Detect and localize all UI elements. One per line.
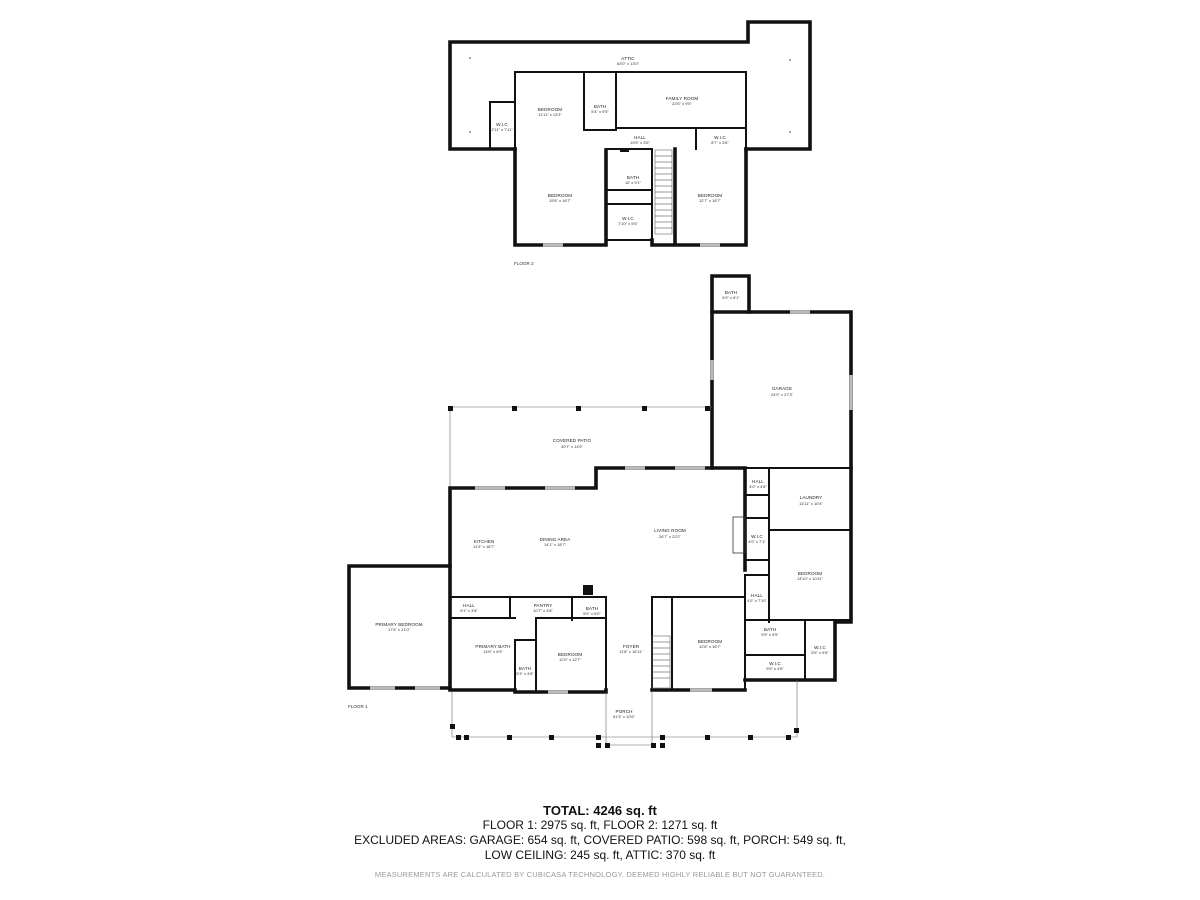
room-hall-upper-name: HALL [634,135,646,140]
stairs-floor-1 [651,635,671,689]
room-bath-primary-wc-dim: 5'3" x 4'8" [516,671,534,676]
room-foyer-name: FOYER [623,644,640,649]
room-family-room-name: FAMILY ROOM [666,96,699,101]
room-bedroom-front-right-name: BEDROOM [698,639,723,644]
room-bedroom-front-right-dim: 12'6" x 16'7" [699,644,722,649]
room-wic-living-name: W.I.C [751,534,763,539]
room-bath-upper-name: BATH [594,104,606,109]
room-porch-dim: 61'3" x 10'6" [613,714,636,719]
room-bath-small-dim: 5'0" x 5'0" [583,611,601,616]
room-bath-middle-dim: 10' x 9'1" [625,180,642,185]
excluded-areas-line: EXCLUDED AREAS: GARAGE: 654 sq. ft, COVE… [354,833,846,847]
room-dining-area-name: DINING AREA [540,537,572,542]
floor-areas-line: FLOOR 1: 2975 sq. ft, FLOOR 2: 1271 sq. … [482,818,718,832]
room-hall-primary-name: HALL [463,603,475,608]
room-bedroom-front-left-name: BEDROOM [558,652,583,657]
room-bedroom-lower-left-dim: 15'8" x 16'7" [549,198,572,203]
room-hall-east-name: HALL [751,593,763,598]
room-pantry-dim: 10'7" x 3'8" [533,608,553,613]
room-foyer-dim: 11'8" x 16'11" [619,649,643,654]
room-covered-patio-dim: 40'7" x 14'5" [561,444,584,449]
room-attic-name: ATTIC [621,56,635,61]
room-bedroom-lower-left-name: BEDROOM [548,193,573,198]
room-primary-bedroom-dim: 17'6" x 21'0" [388,627,411,632]
room-kitchen-name: KITCHEN [474,539,495,544]
room-wic-middle-name: W.I.C [622,216,634,221]
room-bath-garage-dim: 6'0" x 6'1" [722,295,740,300]
room-hall-east-dim: 4'0" x 7'10" [747,598,767,603]
room-primary-bath-name: PRIMARY BATH [475,644,510,649]
room-living-room-name: LIVING ROOM [654,528,686,533]
room-pantry-name: PANTRY [534,603,553,608]
primary-bedroom-walls [347,564,452,690]
room-bath-garage-name: BATH [725,290,737,295]
room-wic-upper-left-name: W.I.C [496,122,508,127]
room-bedroom-lower-right-dim: 12'7" x 16'7" [699,198,722,203]
room-wic-east-dim: 9'9" x 4'6" [766,666,784,671]
room-bedroom-lower-right-name: BEDROOM [698,193,723,198]
room-bedroom-east-name: BEDROOM [798,571,823,576]
room-hall-primary-dim: 6'1" x 3'8" [460,608,478,613]
room-wic-east-name: W.I.C [769,661,781,666]
measurement-disclaimer: MEASUREMENTS ARE CALCULATED BY CUBICASA … [374,870,826,879]
room-laundry-name: LAUNDRY [800,495,823,500]
room-primary-bath-dim: 14'6" x 8'9" [483,649,503,654]
room-bedroom-front-left-dim: 12'0" x 12'7" [559,657,582,662]
room-bath-upper-dim: 5'4" x 9'5" [591,109,609,114]
room-covered-patio-name: COVERED PATIO [553,438,592,443]
room-bath-small-name: BATH [586,606,598,611]
room-bedroom-upper-left-name: BEDROOM [538,107,563,112]
room-bath-east-dim: 9'9" x 5'5" [761,632,779,637]
room-wic-east-small-name: W.I.C [814,645,826,650]
floor-1-plan: BATH 6'0" x 6'1" GARAGE 24'0" x 27'3" CO… [347,274,853,748]
room-bedroom-east-dim: 13'10" x 10'11" [797,576,824,581]
room-family-room-dim: 22'6" x 9'5" [672,101,692,106]
room-hall-upper-dim: 15'5" x 3'6" [630,140,650,145]
floor-2-label: FLOOR 2 [514,261,534,266]
garage-bath-walls [710,274,751,314]
room-wic-living-dim: 4'0" x 7'1" [748,539,766,544]
room-primary-bedroom-name: PRIMARY BEDROOM [375,622,422,627]
room-attic-dim: 63'0" x 13'0" [617,61,640,66]
room-living-room-dim: 26'7" x 22'2" [659,534,682,539]
attic-outline [448,20,812,151]
room-wic-east-small-dim: 5'5" x 9'6" [811,650,829,655]
low-ceiling-attic-line: LOW CEILING: 245 sq. ft, ATTIC: 370 sq. … [484,848,716,862]
stairs-floor-2 [654,149,673,235]
main-house-outline [448,466,853,694]
room-wic-upper-right-name: W.I.C [714,135,726,140]
covered-patio-structure [448,406,712,488]
room-garage-dim: 24'0" x 27'3" [771,392,794,397]
room-dining-area-dim: 14'1" x 18'7" [544,542,567,547]
floor-1-label: FLOOR 1 [348,704,368,709]
room-kitchen-dim: 11'4" x 18'7" [473,544,495,549]
room-bath-east-name: BATH [764,627,776,632]
room-porch-name: PORCH [615,709,632,714]
room-bath-primary-wc-name: BATH [519,666,531,671]
room-bath-middle-name: BATH [627,175,639,180]
room-wic-middle-dim: 7'10" x 5'6" [618,221,638,226]
garage-walls [710,310,853,470]
floor-2-plan: ATTIC 63'0" x 13'0" BEDROOM 11'11" x 13'… [448,20,812,266]
room-laundry-dim: 13'11" x 10'4" [799,501,823,506]
porch-structure [450,680,799,748]
upper-rooms-outline [514,71,747,150]
room-bedroom-upper-left-dim: 11'11" x 13'3" [538,112,562,117]
total-area: TOTAL: 4246 sq. ft [543,803,657,818]
room-wic-upper-right-dim: 8'7" x 3'6" [711,140,729,145]
room-hall-laundry-dim: 4'0" x 4'8" [749,484,767,489]
room-garage-name: GARAGE [772,386,792,391]
wic-upper-left-walls [489,101,516,150]
room-hall-laundry-name: HALL [752,479,764,484]
room-wic-upper-left-dim: 2'11" x 7'11" [491,127,513,132]
